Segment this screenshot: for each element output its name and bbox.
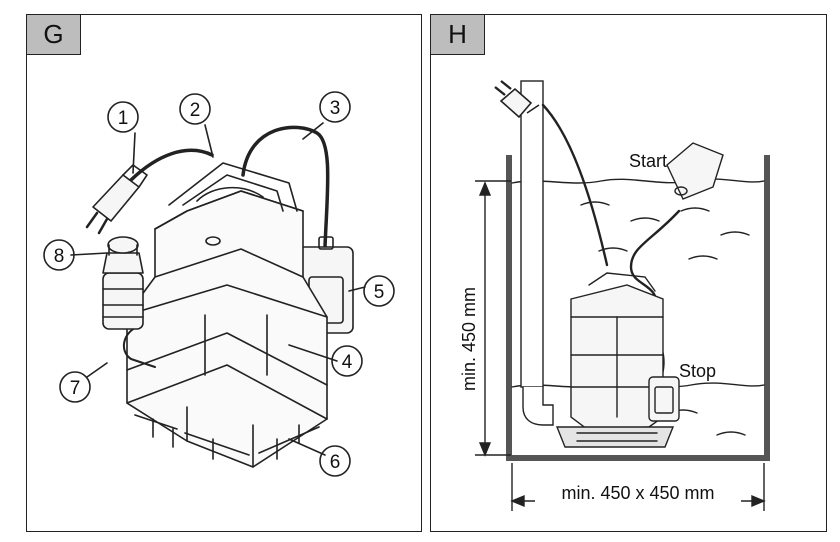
callout-circle-3	[319, 91, 351, 123]
plug-icon	[85, 164, 148, 235]
panel-h: H	[430, 14, 827, 532]
start-label: Start	[629, 151, 667, 171]
callout-5: 5	[374, 282, 385, 303]
plug-icon	[494, 80, 540, 119]
stop-float-icon	[648, 376, 680, 422]
callout-circle-4	[331, 345, 363, 377]
callout-2: 2	[190, 100, 201, 121]
panel-h-label: H	[431, 15, 485, 55]
callout-8: 8	[54, 246, 65, 267]
callout-circle-2	[179, 93, 211, 125]
callout-circle-7	[59, 371, 91, 403]
callout-6: 6	[330, 452, 341, 473]
height-dimension	[475, 180, 511, 457]
pump-parts-illustration: 1 2 3 4 5 6 7 8	[43, 91, 395, 477]
installation-diagram: Start Stop min. 450 mm min. 450 x 450 mm	[459, 80, 770, 511]
shaft-walls	[506, 155, 770, 461]
callout-circle-8	[43, 239, 75, 271]
start-float-icon	[666, 142, 724, 200]
panel-g-label: G	[27, 15, 81, 55]
panel-g: G	[26, 14, 422, 532]
pump-icon	[555, 272, 675, 448]
height-label: min. 450 mm	[459, 287, 479, 391]
callout-3: 3	[330, 98, 341, 119]
water-level-start	[511, 178, 765, 184]
callout-1: 1	[118, 108, 129, 129]
callout-4: 4	[342, 352, 353, 373]
callout-circle-1	[107, 101, 139, 133]
callout-circle-6	[319, 445, 351, 477]
callout-circle-5	[363, 275, 395, 307]
hose-adapter-icon	[102, 236, 156, 368]
callout-7: 7	[70, 378, 81, 399]
discharge-pipe	[520, 80, 544, 388]
stop-label: Stop	[679, 361, 716, 381]
pump-body-icon	[126, 162, 328, 468]
width-label: min. 450 x 450 mm	[561, 483, 714, 503]
